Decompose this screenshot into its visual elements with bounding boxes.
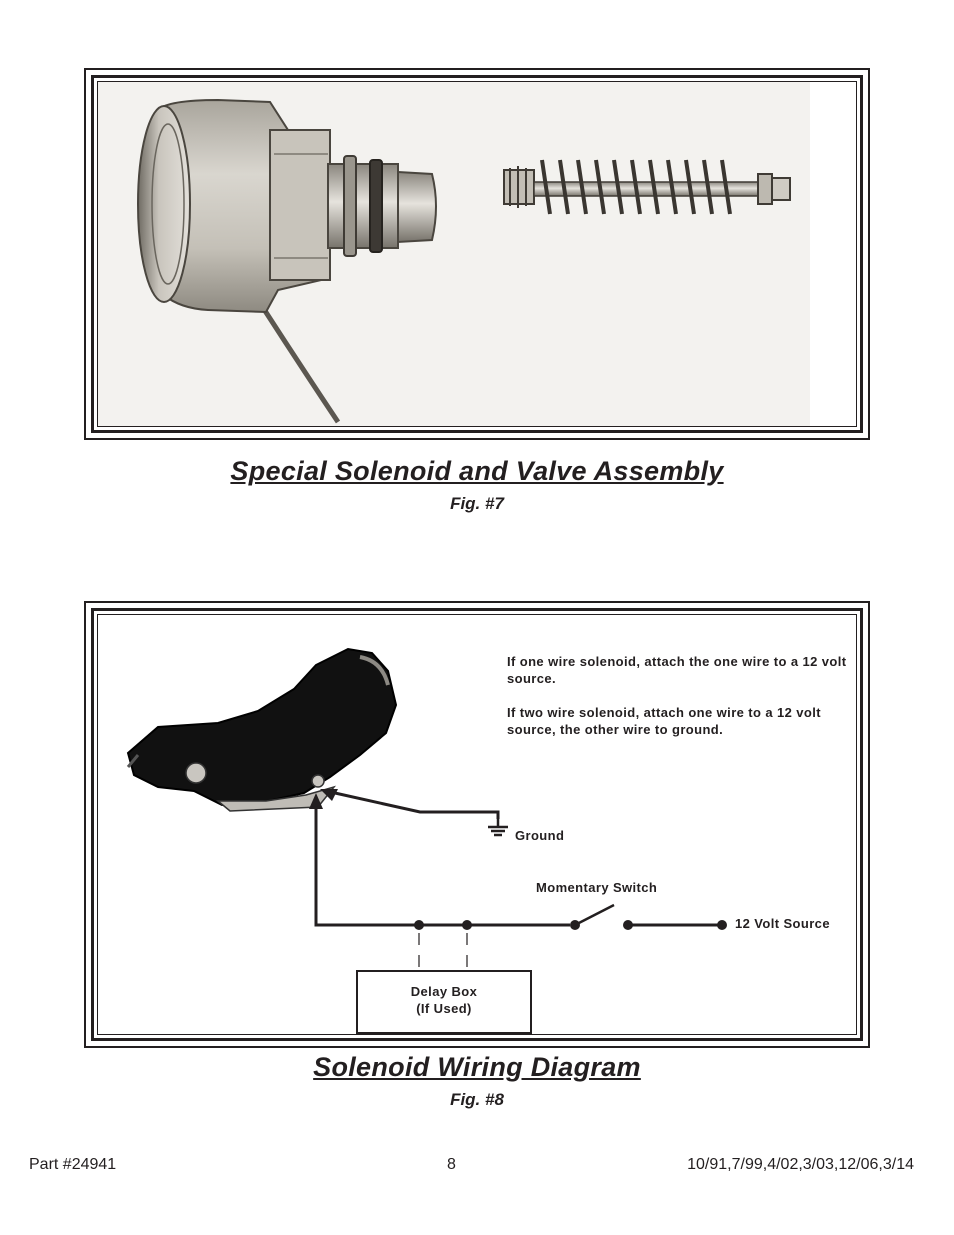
footer-page-number: 8 <box>447 1156 456 1173</box>
figure-8-frame: If one wire solenoid, attach the one wir… <box>84 601 870 1048</box>
supply-wire <box>314 805 570 927</box>
figure-7-label: Fig. #7 <box>450 494 504 513</box>
delay-box-line-2: (If Used) <box>416 1001 472 1016</box>
figure-8-border: If one wire solenoid, attach the one wir… <box>91 608 863 1041</box>
switch-lever <box>574 903 615 927</box>
valve-spring-assembly <box>503 159 791 215</box>
solenoid-stem <box>327 163 399 249</box>
figure-7-frame <box>84 68 870 440</box>
momentary-switch-label: Momentary Switch <box>536 880 658 895</box>
junction-dot-1 <box>414 920 424 930</box>
solenoid-valve-illustration <box>98 82 810 426</box>
figure-7-title: Special Solenoid and Valve Assembly <box>230 456 724 486</box>
source-terminal <box>717 920 727 930</box>
cap-rim <box>151 123 185 285</box>
two-wire-note: If two wire solenoid, attach one wire to… <box>507 705 821 737</box>
ground-symbol <box>488 819 508 837</box>
supply-arrowhead <box>309 793 323 809</box>
twelve-volt-source-label: 12 Volt Source <box>735 916 830 931</box>
footer-revision-dates: 10/91,7/99,4/02,3/03,12/06,3/14 <box>687 1156 914 1173</box>
ground-label: Ground <box>515 828 565 843</box>
one-wire-note: If one wire solenoid, attach the one wir… <box>507 654 847 686</box>
figure-7-image-area <box>97 81 857 427</box>
solenoid-tip <box>397 170 437 244</box>
junction-dot-2 <box>462 920 472 930</box>
figure-8-title: Solenoid Wiring Diagram <box>313 1052 641 1082</box>
transmission-illustration <box>126 647 398 812</box>
ground-wire <box>325 789 500 819</box>
footer-part-number: Part #24941 <box>29 1156 117 1173</box>
delay-box-line-1: Delay Box <box>410 984 478 999</box>
o-ring-2 <box>369 159 383 253</box>
figure-8-label: Fig. #8 <box>450 1090 504 1109</box>
ground-arrowhead <box>320 789 338 801</box>
hex-section <box>269 129 331 281</box>
o-ring-1 <box>343 155 357 257</box>
delay-box: Delay Box (If Used) <box>356 970 532 1034</box>
solenoid-end-cap <box>137 105 191 303</box>
wiring-diagram <box>126 647 727 967</box>
solenoid-wire <box>255 298 341 424</box>
figure-8-diagram-area: If one wire solenoid, attach the one wir… <box>97 614 857 1035</box>
figure-7-border <box>91 75 863 433</box>
